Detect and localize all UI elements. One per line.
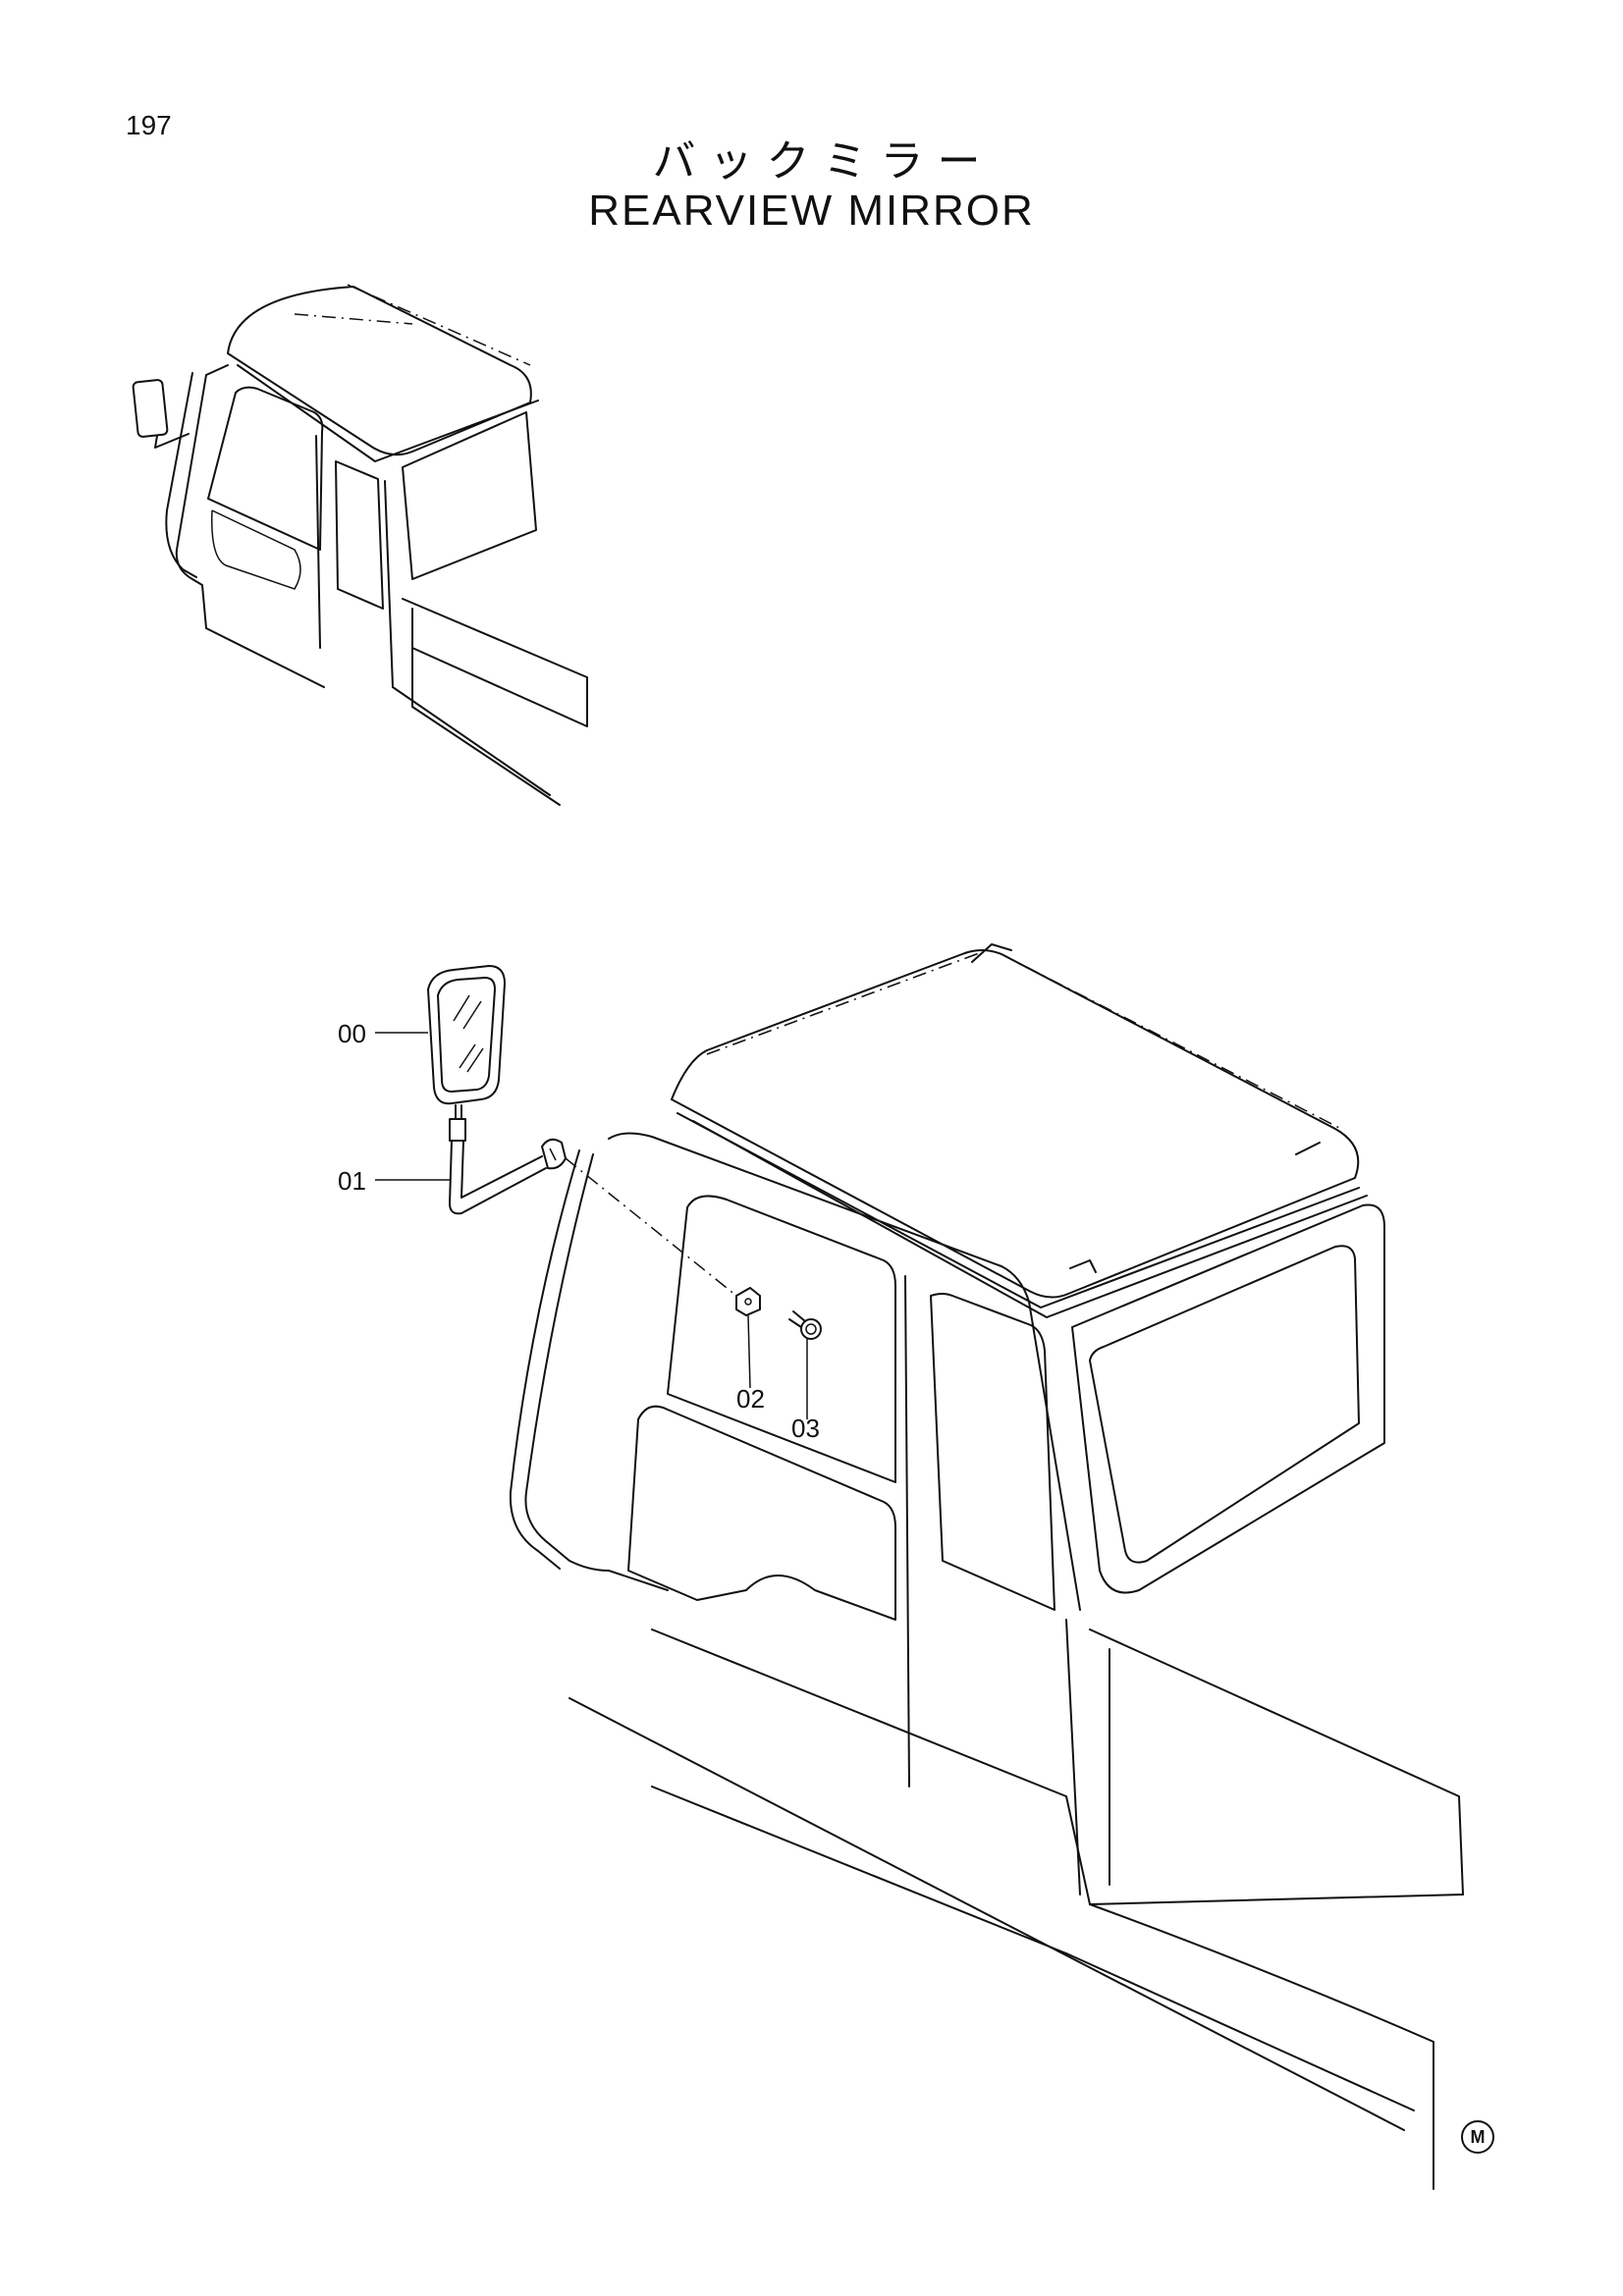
title-japanese: バックミラー (652, 137, 995, 186)
mirror-assembly (427, 965, 822, 1340)
main-cab (509, 943, 1464, 2190)
leader-lines (375, 1032, 808, 1419)
callout-03: 03 (791, 1414, 820, 1443)
registered-mark-icon: M (1461, 2120, 1494, 2154)
callout-02: 02 (736, 1384, 765, 1414)
page-number: 197 (126, 110, 172, 140)
callout-01: 01 (338, 1166, 366, 1196)
callout-00: 00 (338, 1019, 366, 1048)
overview-cab (132, 284, 588, 806)
title-english: REARVIEW MIRROR (588, 187, 1035, 235)
